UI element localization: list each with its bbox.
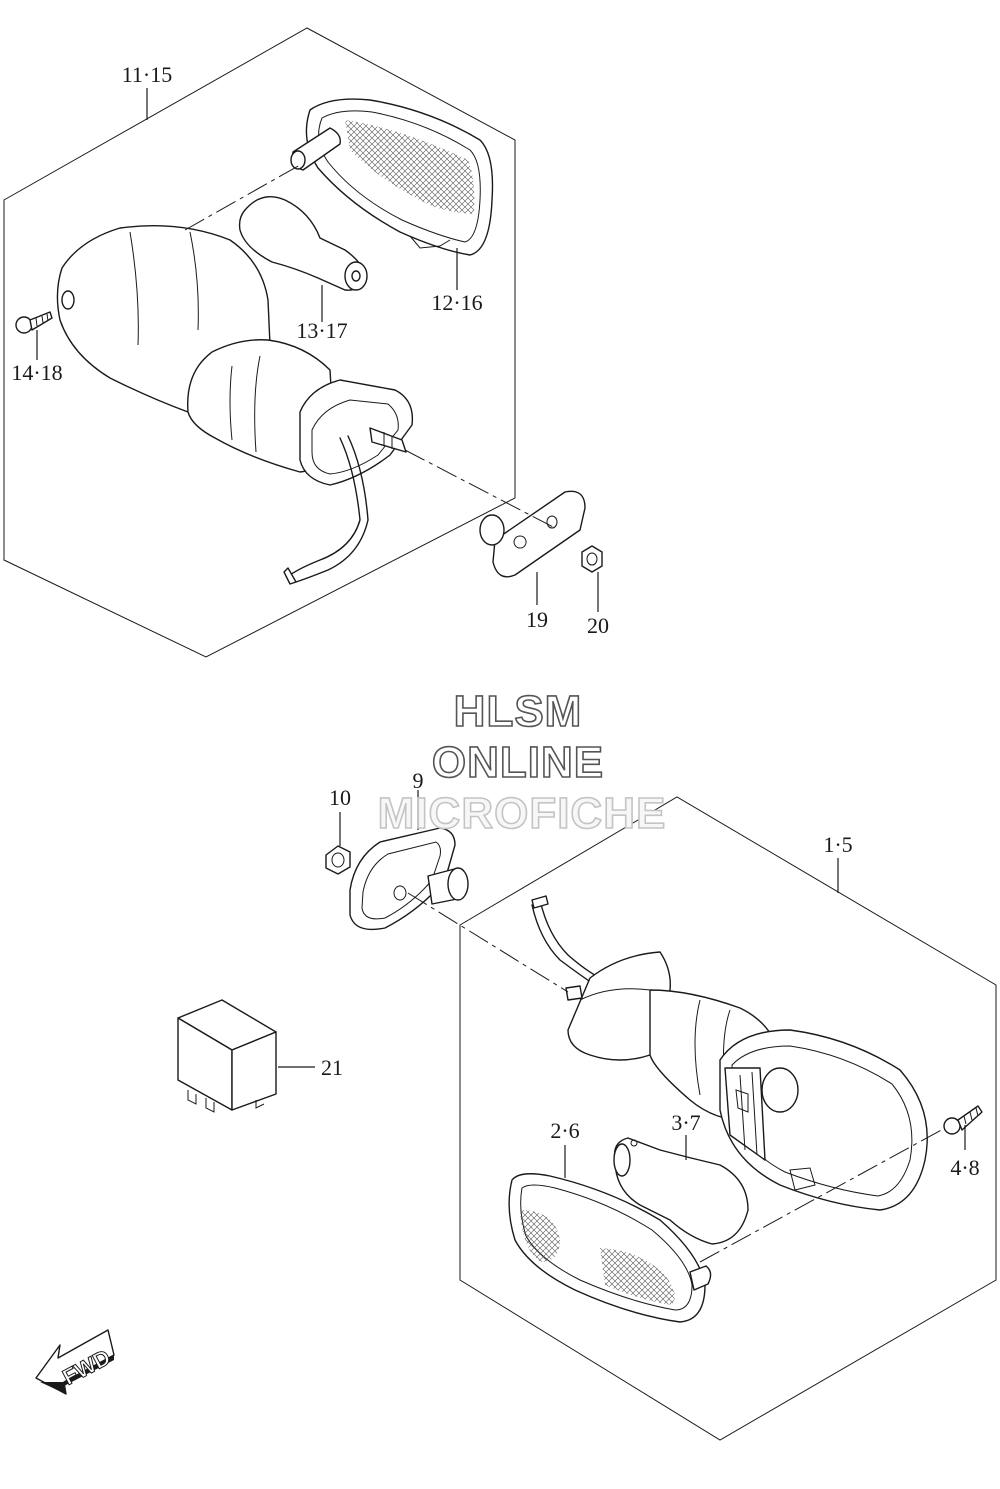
- lower-screw: [943, 1105, 983, 1135]
- callout-labels: 11·15 12·16 13·17 14·18 19 20 10 9 1·5 2…: [11, 62, 979, 1180]
- lower-leaders: [278, 790, 966, 1178]
- upper-housing: [56, 225, 414, 585]
- callout-19: 19: [526, 607, 548, 632]
- upper-lens: [290, 98, 494, 256]
- relay: [177, 999, 277, 1113]
- callout-1-5: 1·5: [823, 832, 852, 857]
- watermark-line-1: HLSM: [454, 687, 583, 736]
- callout-4-8: 4·8: [950, 1155, 979, 1180]
- upper-leaders: [36, 88, 599, 612]
- callout-14-18: 14·18: [11, 360, 62, 385]
- lower-bulb: [613, 1137, 749, 1245]
- upper-centerlines: [184, 164, 556, 529]
- callout-2-6: 2·6: [550, 1118, 579, 1143]
- lower-lens: [508, 1173, 712, 1323]
- upper-screw: [15, 311, 53, 334]
- upper-plate: [479, 490, 586, 578]
- watermark: HLSM ONLINE MICROFICHE: [377, 686, 667, 839]
- callout-12-16: 12·16: [431, 290, 482, 315]
- lower-centerlines: [407, 892, 946, 1263]
- callout-13-17: 13·17: [296, 318, 347, 343]
- lower-housing: [531, 895, 928, 1211]
- callout-10: 10: [329, 785, 351, 810]
- upper-bulb: [238, 196, 368, 291]
- lower-plate: [349, 827, 469, 931]
- callout-11-15: 11·15: [122, 62, 173, 87]
- callout-3-7: 3·7: [671, 1110, 700, 1135]
- upper-assembly-box: [3, 27, 516, 658]
- lower-assembly-box: [459, 796, 997, 1441]
- watermark-line-2: ONLINE: [432, 738, 604, 787]
- callout-9: 9: [413, 768, 424, 793]
- callout-20: 20: [587, 613, 609, 638]
- callout-21: 21: [321, 1055, 343, 1080]
- watermark-line-3: MICROFICHE: [378, 789, 667, 838]
- upper-nut: [581, 545, 603, 573]
- fwd-arrow: FWD: [35, 1329, 115, 1395]
- lower-nut: [325, 845, 351, 875]
